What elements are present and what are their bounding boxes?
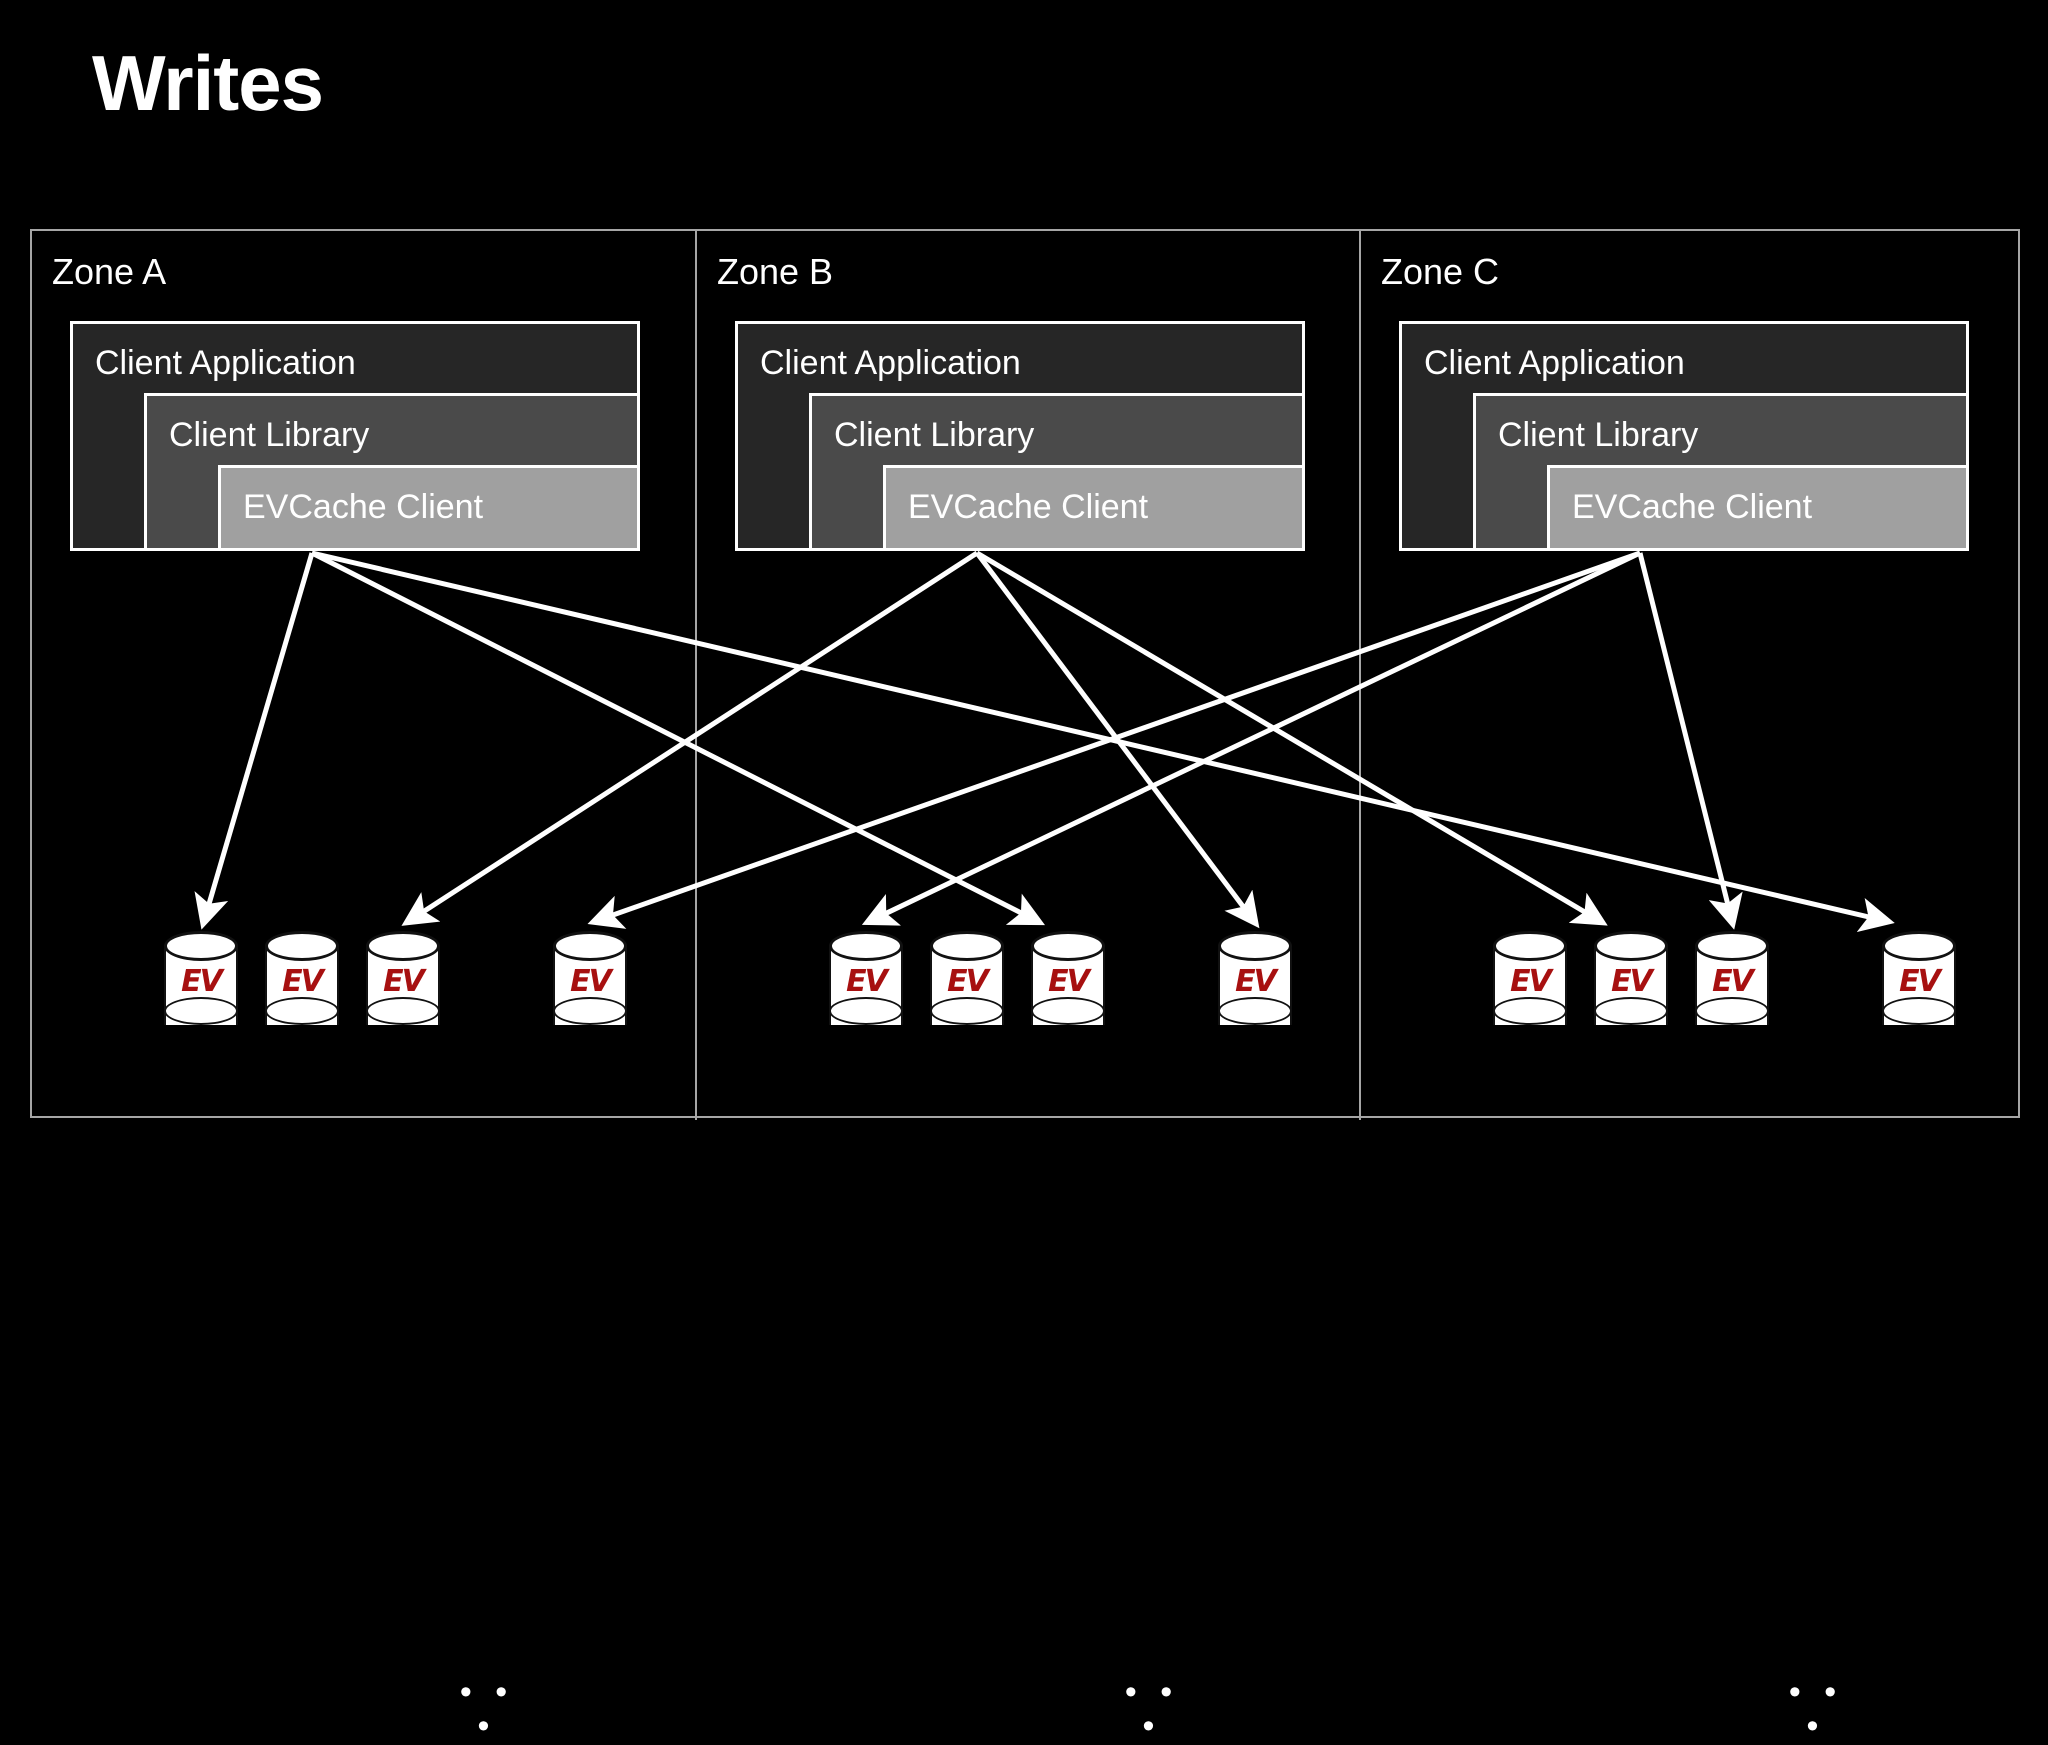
ev-logo-icon: EV <box>282 964 324 999</box>
zone-b-evcache-client-box[interactable]: EVCache Client <box>883 465 1305 551</box>
zone-b-evcache-client-label: EVCache Client <box>908 488 1149 526</box>
zone-a-server-row: EV EV EV • • • <box>32 931 695 1743</box>
zone-c-server-row: EV EV EV • • • <box>1361 931 2022 1743</box>
zone-b: Zone B Client Application Client Library… <box>697 231 1359 1743</box>
cylinder-bottom <box>1594 997 1668 1025</box>
ev-logo-icon: EV <box>1899 964 1941 999</box>
zone-b-client-application-label: Client Application <box>760 344 1021 382</box>
cylinder-top <box>1882 931 1956 961</box>
cylinder-top <box>930 931 1004 961</box>
cylinder-top <box>553 931 627 961</box>
cylinder-top <box>829 931 903 961</box>
zone-c: Zone C Client Application Client Library… <box>1361 231 2022 1743</box>
ev-logo-icon: EV <box>570 964 612 999</box>
ev-logo-icon: EV <box>947 964 989 999</box>
zone-a-stack: Client Application Client Library EVCach… <box>70 321 640 551</box>
zone-a-server-2[interactable]: EV <box>265 931 339 1039</box>
zone-a-label: Zone A <box>52 251 167 292</box>
zone-a-server-1[interactable]: EV <box>164 931 238 1039</box>
cylinder-bottom <box>1218 997 1292 1025</box>
zone-c-ellipsis: • • • <box>1788 1673 1844 1745</box>
ev-logo-icon: EV <box>1048 964 1090 999</box>
zones-container: Zone A Client Application Client Library… <box>30 229 2022 1743</box>
ev-logo-icon: EV <box>1235 964 1277 999</box>
cylinder-top <box>164 931 238 961</box>
zone-a-evcache-client-label: EVCache Client <box>243 488 484 526</box>
zone-a: Zone A Client Application Client Library… <box>32 231 695 1743</box>
zone-b-server-2[interactable]: EV <box>930 931 1004 1039</box>
ev-logo-icon: EV <box>1510 964 1552 999</box>
zone-c-evcache-client-box[interactable]: EVCache Client <box>1547 465 1969 551</box>
ev-logo-icon: EV <box>383 964 425 999</box>
cylinder-top <box>1031 931 1105 961</box>
cylinder-top <box>265 931 339 961</box>
zone-b-label: Zone B <box>717 251 834 292</box>
zone-a-server-3[interactable]: EV <box>366 931 440 1039</box>
cylinder-bottom <box>1882 997 1956 1025</box>
cylinder-bottom <box>1695 997 1769 1025</box>
zone-c-server-2[interactable]: EV <box>1594 931 1668 1039</box>
zone-a-evcache-client-box[interactable]: EVCache Client <box>218 465 640 551</box>
cylinder-bottom <box>930 997 1004 1025</box>
zone-c-server-1[interactable]: EV <box>1493 931 1567 1039</box>
zone-c-client-library-label: Client Library <box>1498 416 1699 454</box>
zone-b-client-library-label: Client Library <box>834 416 1035 454</box>
zone-b-stack: Client Application Client Library EVCach… <box>735 321 1305 551</box>
zone-a-server-4[interactable]: EV <box>553 931 627 1039</box>
cylinder-top <box>1594 931 1668 961</box>
ev-logo-icon: EV <box>1611 964 1653 999</box>
zone-c-label: Zone C <box>1381 251 1500 292</box>
cylinder-top <box>1493 931 1567 961</box>
slide-canvas: Writes Zone A Client Application Client … <box>30 39 2022 1743</box>
zone-b-server-1[interactable]: EV <box>829 931 903 1039</box>
ev-logo-icon: EV <box>846 964 888 999</box>
ev-logo-icon: EV <box>1712 964 1754 999</box>
zone-c-stack: Client Application Client Library EVCach… <box>1399 321 1969 551</box>
zone-b-server-row: EV EV EV • • • <box>697 931 1359 1743</box>
cylinder-top <box>1695 931 1769 961</box>
ev-logo-icon: EV <box>181 964 223 999</box>
zone-c-client-application-label: Client Application <box>1424 344 1685 382</box>
zone-a-ellipsis: • • • <box>459 1673 515 1745</box>
zone-a-client-library-label: Client Library <box>169 416 370 454</box>
cylinder-top <box>366 931 440 961</box>
page-title: Writes <box>92 39 324 127</box>
cylinder-bottom <box>1031 997 1105 1025</box>
cylinder-bottom <box>366 997 440 1025</box>
zone-b-ellipsis: • • • <box>1124 1673 1180 1745</box>
cylinder-bottom <box>829 997 903 1025</box>
cylinder-bottom <box>265 997 339 1025</box>
zone-c-server-3[interactable]: EV <box>1695 931 1769 1039</box>
zone-b-server-3[interactable]: EV <box>1031 931 1105 1039</box>
zone-a-client-application-label: Client Application <box>95 344 356 382</box>
cylinder-top <box>1218 931 1292 961</box>
zone-c-server-4[interactable]: EV <box>1882 931 1956 1039</box>
cylinder-bottom <box>1493 997 1567 1025</box>
cylinder-bottom <box>553 997 627 1025</box>
zone-b-server-4[interactable]: EV <box>1218 931 1292 1039</box>
cylinder-bottom <box>164 997 238 1025</box>
zone-c-evcache-client-label: EVCache Client <box>1572 488 1813 526</box>
